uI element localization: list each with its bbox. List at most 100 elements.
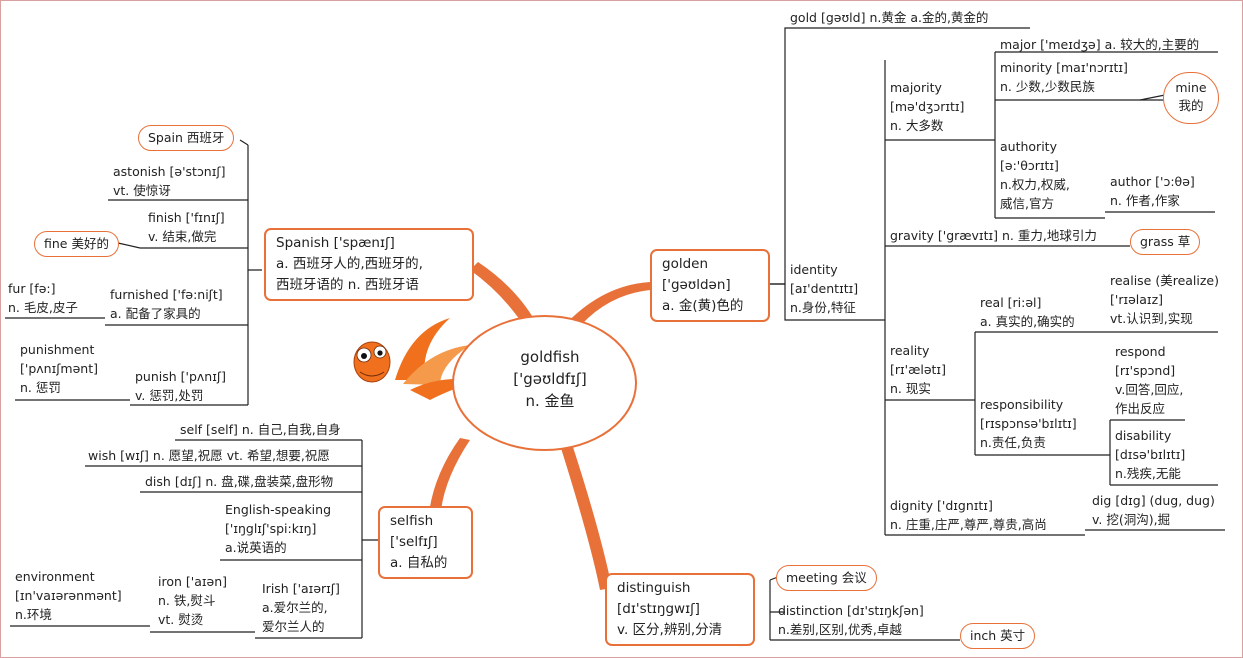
- identity-word: identity: [790, 262, 838, 277]
- major-entry: major ['meɪdʒə] a. 较大的,主要的: [1000, 37, 1200, 52]
- identity-entry: identity [aɪ'dentɪtɪ] n.身份,特征: [790, 260, 858, 317]
- spain-bubble: Spain 西班牙: [138, 125, 235, 151]
- spanish-meaning-1: a. 西班牙人的,西班牙的,: [276, 256, 423, 272]
- reality-entry: reality [rɪ'ælətɪ] n. 现实: [890, 341, 946, 398]
- punishment-ipa: ['pʌnɪʃmənt]: [20, 361, 98, 376]
- fine-bubble: fine 美好的: [34, 231, 119, 257]
- irish-meaning-2: 爱尔兰人的: [262, 619, 325, 634]
- astonish-word: astonish [ə'stɔnɪʃ]: [113, 164, 226, 179]
- fur-entry: fur [fə:] n. 毛皮,皮子: [8, 279, 78, 317]
- wish-entry: wish [wɪʃ] n. 愿望,祝愿 vt. 希望,想要,祝愿: [88, 448, 330, 463]
- punishment-word: punishment: [20, 342, 95, 357]
- authority-meaning-2: 威信,官方: [1000, 196, 1054, 211]
- respond-ipa: [rɪ'spɔnd]: [1115, 363, 1176, 378]
- line-mine-connector: [1139, 94, 1166, 101]
- authority-entry: authority [ə:'θɔrɪtɪ] n.权力,权威, 威信,官方: [1000, 137, 1070, 213]
- real-entry: real [ri:əl] a. 真实的,确实的: [980, 293, 1075, 331]
- author-meaning: n. 作者,作家: [1110, 193, 1180, 208]
- reality-ipa: [rɪ'ælətɪ]: [890, 362, 946, 377]
- dignity-meaning: n. 庄重,庄严,尊严,尊贵,高尚: [890, 517, 1047, 532]
- branch-to-golden: [560, 282, 650, 332]
- selfish-meaning: a. 自私的: [390, 555, 448, 571]
- distinction-meaning: n.差别,区别,优秀,卓越: [778, 622, 902, 637]
- respond-word: respond: [1115, 344, 1166, 359]
- respond-meaning-1: v.回答,回应,: [1115, 382, 1184, 397]
- environment-meaning: n.环境: [15, 607, 52, 622]
- reality-meaning: n. 现实: [890, 381, 931, 396]
- golden-node: golden ['gəʊldən] a. 金(黄)色的: [650, 249, 770, 322]
- fur-meaning: n. 毛皮,皮子: [8, 300, 78, 315]
- line-spain-connector: [239, 139, 249, 146]
- respond-meaning-2: 作出反应: [1115, 401, 1166, 416]
- iron-word: iron ['aɪən]: [158, 574, 227, 589]
- iron-meaning-2: vt. 熨烫: [158, 612, 204, 627]
- line-selfish-trunk: [361, 440, 378, 541]
- golden-meaning: a. 金(黄)色的: [662, 298, 744, 314]
- iron-meaning-1: n. 铁,熨斗: [158, 593, 216, 608]
- distinction-word: distinction [dɪ'stɪŋkʃən]: [778, 603, 924, 618]
- majority-entry: majority [mə'dʒɔrɪtɪ] n. 大多数: [890, 78, 964, 135]
- furnished-meaning: a. 配备了家具的: [110, 306, 201, 321]
- responsibility-meaning: n.责任,负责: [980, 435, 1046, 450]
- disability-entry: disability [dɪsə'bɪlɪtɪ] n.残疾,无能: [1115, 426, 1185, 483]
- identity-meaning: n.身份,特征: [790, 300, 856, 315]
- dig-entry: dig [dɪg] (dug, dug) v. 挖(洞沟),掘: [1092, 491, 1215, 529]
- dignity-word: dignity ['dɪgnɪtɪ]: [890, 498, 993, 513]
- responsibility-ipa: [rɪspɔnsə'bɪlɪtɪ]: [980, 416, 1077, 431]
- dignity-entry: dignity ['dɪgnɪtɪ] n. 庄重,庄严,尊严,尊贵,高尚: [890, 496, 1047, 534]
- branch-to-spanish: [470, 262, 540, 332]
- dig-word: dig [dɪg] (dug, dug): [1092, 493, 1215, 508]
- inch-bubble: inch 英寸: [960, 623, 1036, 649]
- line-fine-connector: [117, 242, 141, 249]
- branch-to-selfish: [428, 438, 470, 525]
- realise-word: realise (美realize): [1110, 273, 1220, 288]
- spanish-meaning-2: 西班牙语的 n. 西班牙语: [276, 277, 419, 293]
- minority-entry: minority [maɪ'nɔrɪtɪ] n. 少数,少数民族: [1000, 58, 1128, 96]
- distinguish-meaning: v. 区分,辨别,分清: [617, 622, 723, 638]
- mine-word: mine: [1175, 80, 1207, 95]
- authority-word: authority: [1000, 139, 1057, 154]
- dig-meaning: v. 挖(洞沟),掘: [1092, 512, 1171, 527]
- real-word: real [ri:əl]: [980, 295, 1042, 310]
- environment-entry: environment [ɪn'vaɪərənmənt] n.环境: [15, 567, 122, 624]
- astonish-meaning: vt. 使惊讶: [113, 183, 171, 198]
- disability-word: disability: [1115, 428, 1172, 443]
- center-ipa: ['gəʊldfɪʃ]: [513, 370, 587, 388]
- selfish-node: selfish ['selfɪʃ] a. 自私的: [378, 506, 473, 579]
- finish-meaning: v. 结束,做完: [148, 229, 217, 244]
- spanish-node: Spanish ['spænɪʃ] a. 西班牙人的,西班牙的, 西班牙语的 n…: [264, 228, 474, 301]
- punish-meaning: v. 惩罚,处罚: [135, 388, 204, 403]
- fur-word: fur [fə:]: [8, 281, 56, 296]
- center-node: [452, 315, 637, 451]
- english-entry: English-speaking ['ɪŋglɪʃ'spi:kɪŋ] a.说英语…: [225, 500, 331, 557]
- line-golden-identity: [770, 283, 885, 321]
- mine-bubble: mine 我的: [1163, 72, 1219, 124]
- golden-word: golden: [662, 256, 709, 272]
- real-meaning: a. 真实的,确实的: [980, 314, 1075, 329]
- irish-meaning-1: a.爱尔兰的,: [262, 600, 328, 615]
- punishment-entry: punishment ['pʌnɪʃmənt] n. 惩罚: [20, 340, 98, 397]
- distinguish-word: distinguish: [617, 580, 691, 596]
- grass-bubble: grass 草: [1130, 229, 1201, 255]
- furnished-entry: furnished ['fə:niʃt] a. 配备了家具的: [110, 285, 223, 323]
- punish-word: punish ['pʌnɪʃ]: [135, 369, 226, 384]
- realise-ipa: ['rɪəlaɪz]: [1110, 292, 1164, 307]
- majority-word: majority: [890, 80, 942, 95]
- authority-ipa: [ə:'θɔrɪtɪ]: [1000, 158, 1059, 173]
- distinguish-ipa: [dɪ'stɪŋgwɪʃ]: [617, 601, 700, 617]
- center-word: goldfish: [520, 348, 580, 366]
- branch-to-distinguish: [560, 444, 612, 590]
- minority-word: minority [maɪ'nɔrɪtɪ]: [1000, 60, 1128, 75]
- majority-ipa: [mə'dʒɔrɪtɪ]: [890, 99, 965, 114]
- center-node-text: goldfish ['gəʊldfɪʃ] n. 金鱼: [490, 346, 610, 412]
- responsibility-word: responsibility: [980, 397, 1064, 412]
- minority-meaning: n. 少数,少数民族: [1000, 79, 1095, 94]
- finish-word: finish ['fɪnɪʃ]: [148, 210, 225, 225]
- mine-meaning: 我的: [1178, 98, 1204, 113]
- furnished-word: furnished ['fə:niʃt]: [110, 287, 223, 302]
- realise-meaning: vt.认识到,实现: [1110, 311, 1193, 326]
- finish-entry: finish ['fɪnɪʃ] v. 结束,做完: [148, 208, 225, 246]
- line-spanish-trunk: [247, 145, 262, 271]
- environment-ipa: [ɪn'vaɪərənmənt]: [15, 588, 122, 603]
